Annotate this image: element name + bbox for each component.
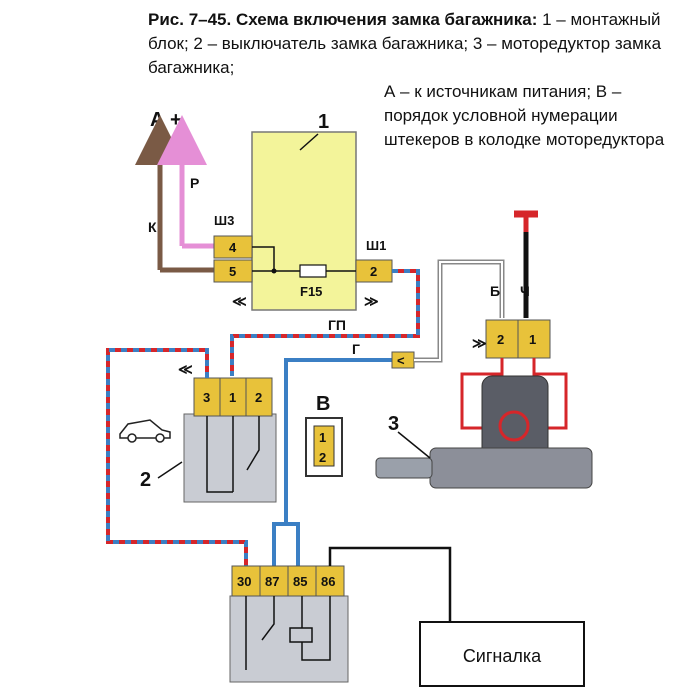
alarm-label: Сигналка (463, 646, 542, 666)
motor-reducer-housing (429, 447, 593, 489)
motor-wire-right (532, 358, 568, 430)
connector-sh3-label: Ш3 (214, 213, 234, 228)
switch-connector-mark: ≪ (178, 361, 193, 377)
relay-pin-30-label: 30 (237, 574, 251, 589)
wire-p-label: Р (190, 175, 199, 191)
switch-internal-1 (206, 416, 233, 493)
relay-pin-86-label: 86 (321, 574, 335, 589)
wire-relay-87 (272, 376, 288, 566)
block-node (271, 268, 277, 274)
wire-gp-label: ГП (328, 317, 346, 333)
connector-v-pins (313, 425, 335, 467)
wire-ch-label: Ч (520, 283, 530, 299)
alarm-box (419, 621, 585, 687)
motor-wire-left (460, 358, 504, 430)
relay-pin-85-label: 85 (293, 574, 307, 589)
pin-4-label: 4 (229, 240, 237, 255)
connector-v-label: В (316, 393, 330, 415)
connector-mark-right: ≫ (364, 293, 379, 309)
motor-reducer-gear (498, 410, 530, 442)
trunk-switch-body (183, 413, 277, 503)
wire-g (284, 358, 392, 376)
wire-b-label: Б (490, 283, 500, 299)
wire-k-label: К (148, 219, 157, 235)
connector-v-pin-2: 2 (319, 450, 326, 465)
relay-coil (289, 627, 313, 643)
car-icon (119, 419, 171, 443)
wire-gp-blue (230, 269, 420, 376)
relay-body (229, 595, 349, 683)
figure-title: Схема включения замка багажника: (235, 10, 538, 29)
connector-sh1-label: Ш1 (366, 238, 386, 253)
fuse-f15 (299, 264, 327, 278)
mounting-block (251, 131, 357, 311)
motor-pin-2 (485, 319, 519, 359)
motor-leader (397, 431, 431, 459)
relay-internal-86 (301, 596, 331, 661)
pin-2-block-label: 2 (370, 264, 377, 279)
supply-label: А + (150, 109, 182, 131)
figure-caption: Рис. 7–45. Схема включения замка багажни… (148, 8, 688, 149)
relay-pin-87-label: 87 (265, 574, 279, 589)
wire-relay-30-blue (106, 348, 248, 566)
wire-alarm (328, 546, 452, 622)
pin-5-label: 5 (229, 264, 236, 279)
wire-b-inner (414, 261, 503, 361)
fuse-label: F15 (300, 284, 322, 299)
switch-pin-1-label: 1 (229, 390, 236, 405)
connector-mark-left: ≪ (232, 293, 247, 309)
block-internal-line-1 (252, 246, 275, 271)
motor-plug-mark: < (397, 353, 405, 368)
figure-items: 1 – монтажный блок; 2 – выключатель замк… (148, 10, 662, 77)
motor-pin-1 (517, 319, 551, 359)
relay-contact (261, 596, 275, 641)
wire-g-label: Г (352, 341, 360, 357)
motor-pin-2-label: 2 (497, 332, 504, 347)
figure-notes: А – к источникам питания; В – порядок ус… (384, 82, 665, 149)
wire-relay-85 (286, 522, 300, 566)
block-number: 1 (318, 111, 329, 133)
block-leader (299, 133, 319, 151)
relay-pin-86 (315, 565, 345, 597)
switch-contact (246, 416, 260, 471)
connector-v-pin-1: 1 (319, 430, 326, 445)
motor-pin-1-label: 1 (529, 332, 536, 347)
switch-pin-2-label: 2 (255, 390, 262, 405)
motor-reducer-rod (375, 457, 433, 479)
switch-number: 2 (140, 469, 151, 491)
switch-leader (157, 461, 183, 479)
figure-number: Рис. 7–45. (148, 10, 232, 29)
motor-number: 3 (388, 413, 399, 435)
switch-pin-2 (245, 377, 273, 417)
switch-pin-3-label: 3 (203, 390, 210, 405)
motor-connector-mark: ≫ (472, 335, 487, 351)
